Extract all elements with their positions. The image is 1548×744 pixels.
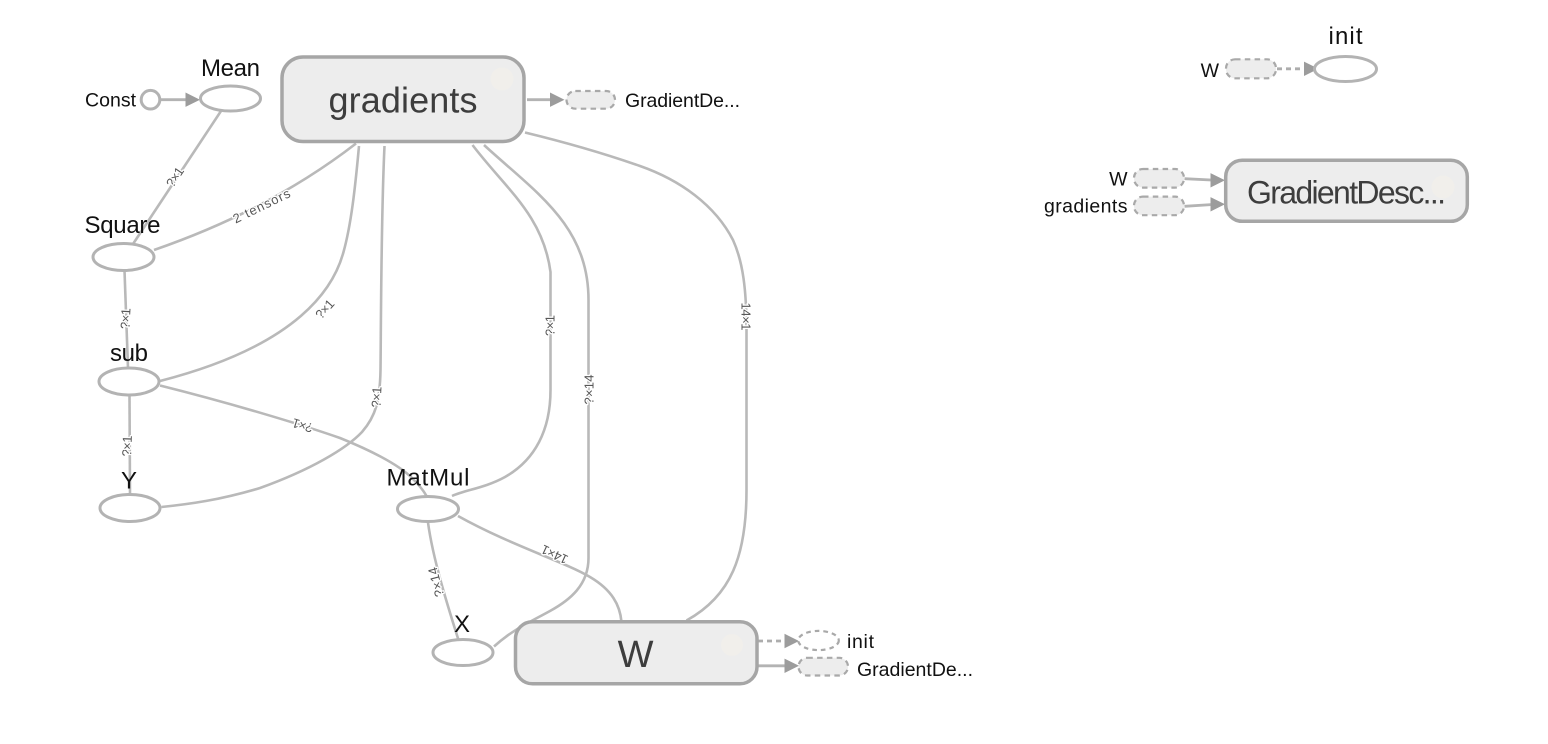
svg-text:Const: Const — [85, 90, 137, 112]
svg-text:GradientDe...: GradientDe... — [625, 90, 740, 112]
svg-text:?×1: ?×1 — [290, 415, 314, 435]
svg-text:Mean: Mean — [201, 55, 260, 82]
svg-text:sub: sub — [110, 340, 148, 367]
svg-text:init: init — [1329, 23, 1363, 50]
svg-text:W: W — [1201, 60, 1220, 82]
svg-text:?×1: ?×1 — [119, 435, 135, 457]
svg-text:X: X — [454, 611, 470, 638]
svg-text:init: init — [847, 631, 875, 653]
svg-text:W: W — [618, 634, 654, 676]
svg-text:?×1: ?×1 — [368, 386, 384, 408]
svg-text:gradients: gradients — [329, 80, 478, 121]
svg-text:GradientDesc...: GradientDesc... — [1247, 175, 1446, 211]
svg-text:?×14: ?×14 — [582, 375, 597, 405]
svg-text:?×1: ?×1 — [117, 308, 133, 330]
svg-text:gradients: gradients — [1044, 196, 1128, 218]
svg-text:MatMul: MatMul — [387, 465, 470, 492]
svg-text:?×1: ?×1 — [543, 315, 558, 336]
svg-text:W: W — [1109, 169, 1128, 191]
svg-text:Square: Square — [85, 212, 161, 239]
svg-text:?×14: ?×14 — [425, 566, 447, 599]
svg-text:GradientDe...: GradientDe... — [857, 659, 973, 681]
svg-text:2 tensors: 2 tensors — [230, 185, 293, 226]
svg-text:14×1: 14×1 — [739, 303, 754, 331]
svg-text:Y: Y — [121, 468, 137, 495]
svg-text:14×1: 14×1 — [539, 542, 571, 567]
